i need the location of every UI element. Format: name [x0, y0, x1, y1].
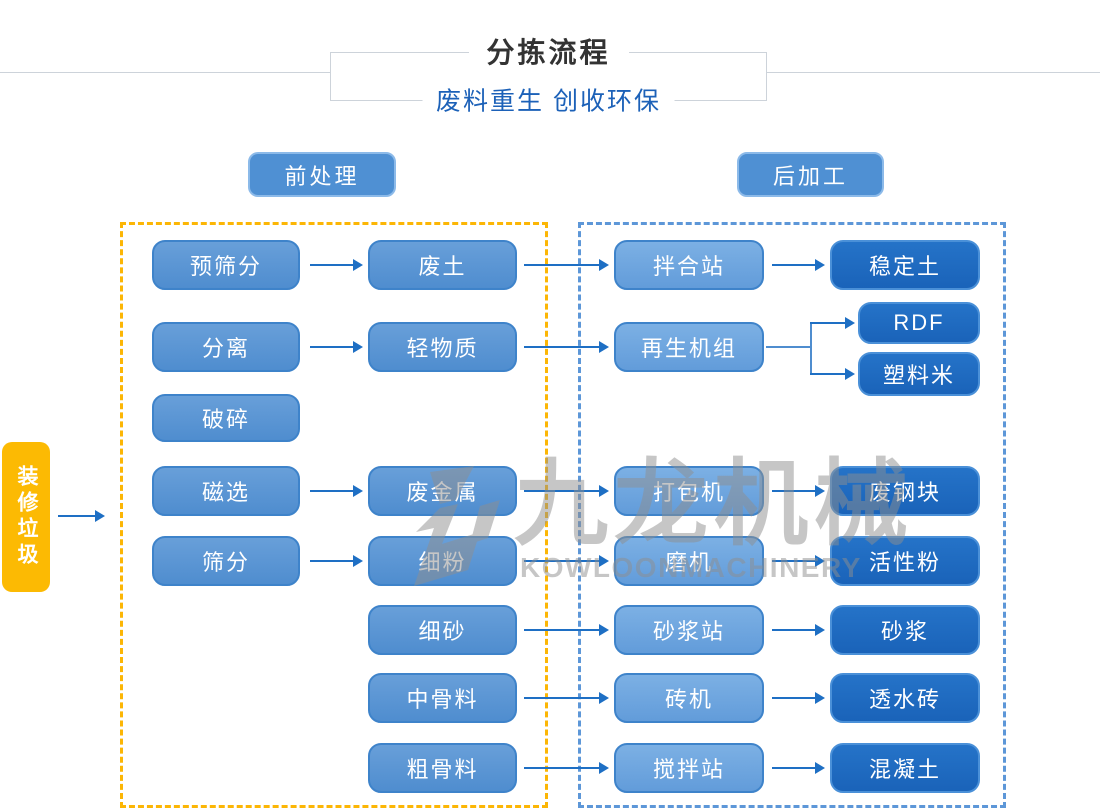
- title-frame: 分拣流程 废料重生 创收环保: [330, 31, 767, 118]
- node-separation: 分离: [152, 322, 300, 372]
- arrow: [310, 485, 363, 497]
- arrow: [310, 341, 363, 353]
- node-fine-powder: 细粉: [368, 536, 517, 586]
- node-medium-aggregate: 中骨料: [368, 673, 517, 723]
- branch-line-vertical: [810, 322, 812, 375]
- node-fine-sand: 细砂: [368, 605, 517, 655]
- node-crushing: 破碎: [152, 394, 300, 442]
- arrow: [772, 485, 825, 497]
- arrow: [524, 259, 609, 271]
- post-processing-group-box: [578, 222, 1006, 808]
- arrow: [772, 692, 825, 704]
- arrow: [524, 341, 609, 353]
- arrow: [772, 555, 825, 567]
- arrow: [772, 762, 825, 774]
- node-mill: 磨机: [614, 536, 764, 586]
- node-brick-machine: 砖机: [614, 673, 764, 723]
- node-recycling-unit: 再生机组: [614, 322, 764, 372]
- node-light-material: 轻物质: [368, 322, 517, 372]
- pre-processing-group-box: [120, 222, 548, 808]
- arrow: [524, 555, 609, 567]
- arrow: [524, 762, 609, 774]
- section-label-post-processing: 后加工: [737, 152, 884, 197]
- node-concrete: 混凝土: [830, 743, 980, 793]
- node-renovation-waste: 装修垃圾: [2, 442, 50, 592]
- node-coarse-aggregate: 粗骨料: [368, 743, 517, 793]
- node-magnetic-separation: 磁选: [152, 466, 300, 516]
- node-mixing-plant: 拌合站: [614, 240, 764, 290]
- arrow: [772, 624, 825, 636]
- arrow: [524, 624, 609, 636]
- node-baler: 打包机: [614, 466, 764, 516]
- arrow-to-rdf: [810, 317, 855, 329]
- node-waste-soil: 废土: [368, 240, 517, 290]
- arrow: [310, 555, 363, 567]
- node-scrap-metal: 废金属: [368, 466, 517, 516]
- node-permeable-brick: 透水砖: [830, 673, 980, 723]
- node-pre-screening: 预筛分: [152, 240, 300, 290]
- arrow: [772, 259, 825, 271]
- node-batching-plant: 搅拌站: [614, 743, 764, 793]
- node-plastic-pellets: 塑料米: [858, 352, 980, 396]
- section-label-pre-processing: 前处理: [248, 152, 396, 197]
- arrow: [310, 259, 363, 271]
- node-rdf: RDF: [858, 302, 980, 344]
- arrow: [524, 692, 609, 704]
- node-mortar: 砂浆: [830, 605, 980, 655]
- node-screening: 筛分: [152, 536, 300, 586]
- node-active-powder: 活性粉: [830, 536, 980, 586]
- arrow-source-to-pre: [58, 510, 105, 522]
- node-scrap-steel-block: 废钢块: [830, 466, 980, 516]
- node-stabilized-soil: 稳定土: [830, 240, 980, 290]
- node-mortar-plant: 砂浆站: [614, 605, 764, 655]
- arrow-to-plastic-pellets: [810, 368, 855, 380]
- branch-line-horizontal: [766, 346, 810, 348]
- page-title: 分拣流程: [468, 31, 629, 71]
- page-subtitle: 废料重生 创收环保: [422, 81, 675, 118]
- arrow: [524, 485, 609, 497]
